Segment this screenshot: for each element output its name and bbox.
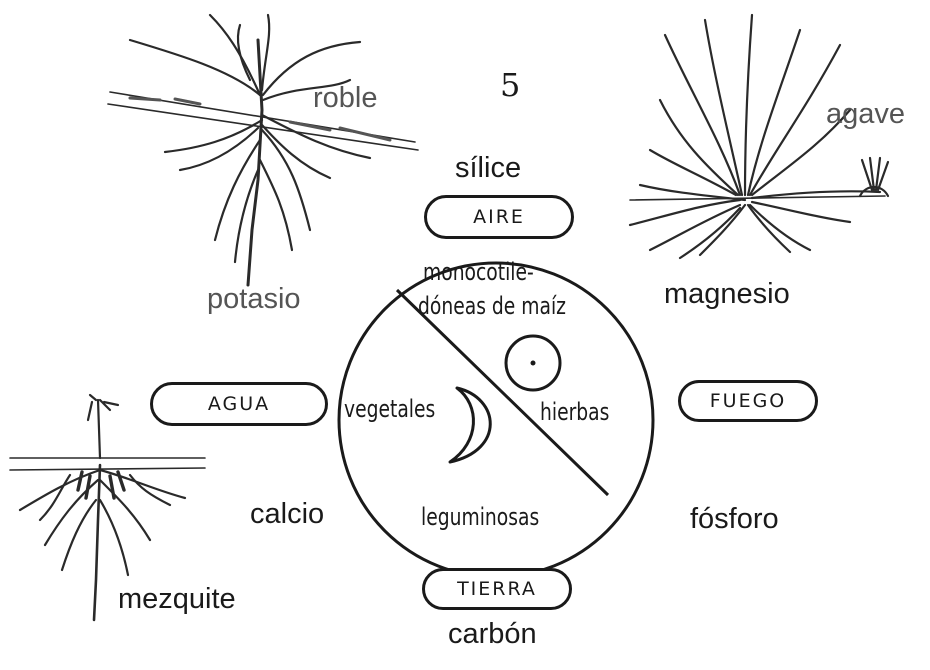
circle-label-doneas: dóneas de maíz [418, 292, 566, 320]
label-calcio: calcio [250, 498, 324, 531]
label-silice: sílice [455, 152, 521, 185]
sun-icon [506, 336, 560, 390]
label-potasio: potasio [207, 283, 301, 316]
agave-plant-icon [630, 15, 888, 258]
circle-label-hierbas: hierbas [540, 398, 609, 426]
element-aire: AIRE [424, 195, 574, 239]
circle-diagonal-line [397, 290, 608, 495]
label-fosforo: fósforo [690, 503, 779, 536]
circle-label-monocotile: monocotile- [423, 258, 534, 286]
label-mezquite: mezquite [118, 583, 236, 616]
oak-tree-icon [108, 15, 418, 285]
label-roble: roble [313, 82, 378, 115]
label-magnesio: magnesio [664, 278, 790, 311]
label-carbon: carbón [448, 618, 537, 651]
element-fuego: FUEGO [678, 380, 818, 422]
element-tierra: TIERRA [422, 568, 572, 610]
circle-label-vegetales: vegetales [344, 395, 435, 423]
label-agave: agave [826, 98, 905, 131]
moon-icon [450, 388, 490, 462]
element-agua: AGUA [150, 382, 328, 426]
circle-label-leguminosas: leguminosas [421, 503, 539, 531]
page-number: 5 [500, 66, 520, 104]
